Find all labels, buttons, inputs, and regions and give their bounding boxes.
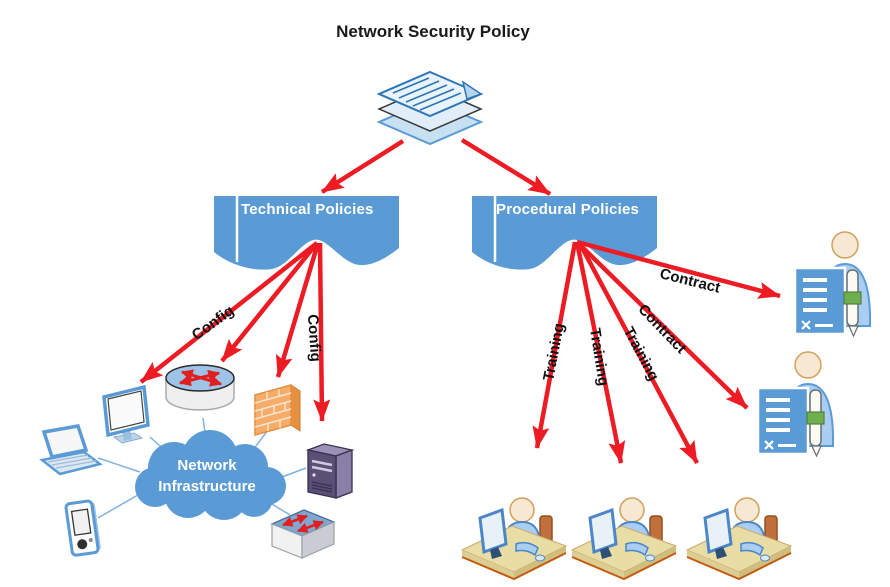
- person-with-contract-icon-top[interactable]: [791, 228, 875, 340]
- router-icon[interactable]: [163, 358, 237, 420]
- diagram-title: Network Security Policy: [336, 22, 530, 41]
- handheld-device-icon[interactable]: [62, 498, 104, 558]
- config-label-left: Config: [188, 302, 238, 344]
- person-at-workstation-icon-right[interactable]: [685, 488, 793, 583]
- firewall-icon[interactable]: [252, 383, 304, 436]
- cloud-label-line1: Network: [177, 457, 237, 474]
- network-infrastructure-cloud[interactable]: [128, 430, 290, 524]
- person-at-workstation-icon-middle[interactable]: [570, 488, 678, 583]
- laptop-icon[interactable]: [36, 424, 104, 482]
- network-switch-icon[interactable]: [266, 502, 338, 560]
- person-at-workstation-icon-left[interactable]: [460, 488, 568, 583]
- procedural-policies-label: Procedural Policies: [496, 201, 640, 218]
- cloud-label-line2: Infrastructure: [158, 478, 256, 495]
- server-tower-icon[interactable]: [300, 438, 358, 500]
- contract-label-top: Contract: [658, 265, 722, 297]
- training-label-1: Training: [540, 321, 568, 383]
- config-label-right: Config: [303, 313, 325, 363]
- technical-policies-label: Technical Policies: [241, 201, 374, 218]
- training-label-2: Training: [586, 326, 612, 388]
- person-with-contract-icon-bottom[interactable]: [754, 348, 838, 460]
- policy-documents-icon[interactable]: [376, 68, 484, 156]
- desktop-monitor-icon[interactable]: [100, 384, 162, 444]
- cloud-label: Network Infrastructure: [137, 455, 277, 497]
